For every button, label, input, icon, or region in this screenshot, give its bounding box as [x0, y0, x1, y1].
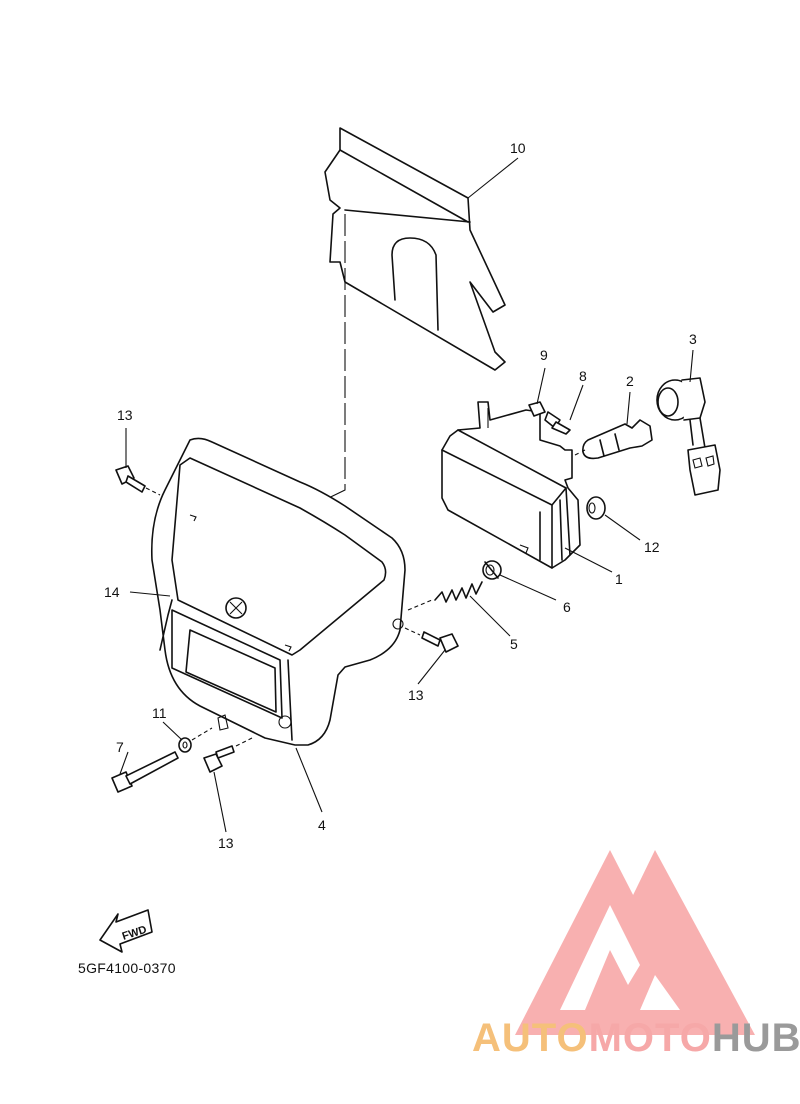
callout-6: 6: [563, 599, 571, 615]
part-13-screw-bottom: [203, 737, 253, 773]
part-10-bracket: [324, 127, 506, 371]
part-5-spring: [407, 581, 483, 611]
watermark-hub: HUB: [711, 1016, 800, 1060]
callout-3: 3: [689, 331, 697, 347]
watermark-brand: AUTOMOTOHUB: [472, 1016, 800, 1061]
callout-13-right: 13: [408, 687, 424, 703]
watermark-logo: [515, 850, 755, 1035]
leader-lines: [119, 157, 694, 833]
part-code: 5GF4100-0370: [78, 960, 176, 976]
callout-7: 7: [116, 739, 124, 755]
part-3-socket: [656, 377, 721, 496]
part-7-bolt: [111, 751, 179, 793]
part-11-washer: [178, 727, 213, 753]
part-8-screw: [544, 411, 571, 435]
callout-9: 9: [540, 347, 548, 363]
watermark-auto: AUTO: [472, 1016, 589, 1060]
part-6-bushing: [482, 560, 502, 580]
part-9-grommet: [528, 401, 546, 417]
part-1-headlight-unit: [441, 401, 581, 569]
callout-8: 8: [579, 368, 587, 384]
fwd-arrow-icon: FWD: [99, 909, 153, 953]
callout-5: 5: [510, 636, 518, 652]
callout-2: 2: [626, 373, 634, 389]
callout-4: 4: [318, 817, 326, 833]
callout-13-bottom: 13: [218, 835, 234, 851]
part-4-headlight-cover: [150, 437, 406, 746]
callout-13-top: 13: [117, 407, 133, 423]
callout-10: 10: [510, 140, 526, 156]
part-12-collar: [586, 496, 606, 520]
part-13-screw-top: [115, 465, 161, 496]
callout-11: 11: [152, 705, 167, 721]
callout-14: 14: [104, 584, 120, 600]
part-2-bulb: [574, 419, 653, 460]
callout-12: 12: [644, 539, 660, 555]
part-13-screw-right: [404, 627, 459, 653]
callout-labels: 10 9 8 2 3 12 1 6 5 13 13 14 11 7 13 4: [104, 140, 697, 851]
callout-1: 1: [615, 571, 623, 587]
watermark-moto: MOTO: [588, 1016, 712, 1060]
